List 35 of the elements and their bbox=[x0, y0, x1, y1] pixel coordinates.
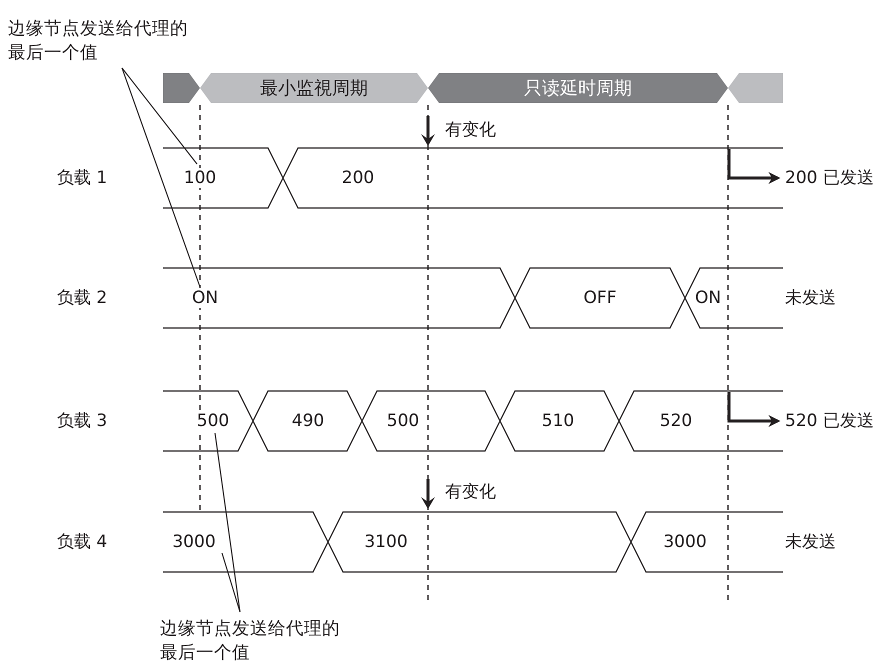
leader-line bbox=[221, 552, 241, 612]
status-text: 未发送 bbox=[785, 288, 836, 308]
signal-segment bbox=[163, 268, 515, 328]
period-label: 最小监視周期 bbox=[260, 77, 368, 100]
row-label: 负载 4 bbox=[57, 532, 108, 552]
event-label: 有变化 bbox=[445, 482, 496, 502]
row-label: 负载 3 bbox=[57, 410, 108, 432]
row-label: 负载 1 bbox=[57, 168, 108, 188]
signal-segment bbox=[253, 391, 362, 451]
period-band bbox=[428, 73, 728, 103]
period-band bbox=[163, 73, 200, 103]
signal-segment bbox=[328, 512, 631, 572]
status-text: 未发送 bbox=[785, 532, 836, 552]
status-text: 520 已发送 bbox=[785, 410, 874, 432]
leader-line bbox=[122, 68, 198, 164]
period-label: 只读延时周期 bbox=[524, 77, 632, 100]
signal-segment bbox=[163, 512, 328, 572]
signal-segment bbox=[631, 512, 783, 572]
arrow bbox=[728, 392, 780, 427]
arrow bbox=[728, 149, 780, 184]
period-band bbox=[728, 73, 783, 103]
signal-segment bbox=[163, 391, 253, 451]
signal-segment bbox=[283, 148, 783, 208]
signal-segment bbox=[619, 391, 783, 451]
signal-segment bbox=[515, 268, 685, 328]
event-label: 有变化 bbox=[445, 120, 496, 140]
leader-line bbox=[214, 432, 241, 612]
status-text: 200 已发送 bbox=[785, 168, 874, 188]
leader-line bbox=[121, 68, 201, 288]
signal-segment bbox=[685, 268, 783, 328]
row-label: 负载 2 bbox=[57, 288, 108, 308]
period-band bbox=[200, 73, 428, 103]
signal-segment bbox=[163, 148, 283, 208]
signal-segment bbox=[500, 391, 619, 451]
signal-segment bbox=[362, 391, 500, 451]
